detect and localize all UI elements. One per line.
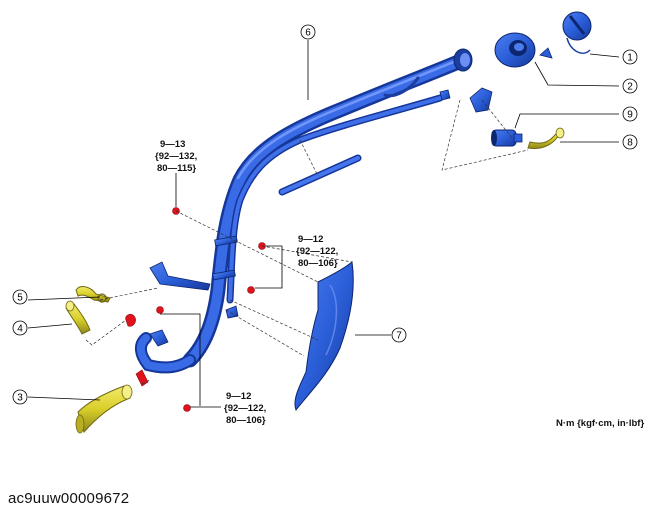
callout-2: 2 xyxy=(622,78,638,94)
torque-spec-top: 9—13 {92—132, 80—115} xyxy=(155,139,197,174)
svg-text:5: 5 xyxy=(17,293,23,304)
svg-text:{92—132,: {92—132, xyxy=(155,151,197,162)
torque-spec-right: 9—12 {92—122, 80—106} xyxy=(296,234,338,269)
svg-text:8: 8 xyxy=(627,138,633,149)
svg-text:80—115}: 80—115} xyxy=(157,163,196,174)
fuel-cap-part-1 xyxy=(562,11,592,54)
hose-part-3 xyxy=(75,384,133,434)
protector-part-7 xyxy=(294,261,354,411)
callout-4: 4 xyxy=(12,320,28,336)
tube-part-5 xyxy=(75,286,111,303)
clamp-upper xyxy=(125,314,136,327)
svg-text:6: 6 xyxy=(305,28,311,39)
unit-note: N·m {kgf·cm, in·lbf} xyxy=(556,418,644,429)
bolt-mid-left xyxy=(156,306,164,314)
svg-text:3: 3 xyxy=(17,393,23,404)
callout-1: 1 xyxy=(622,49,638,65)
svg-text:9—12: 9—12 xyxy=(298,234,323,245)
callout-3: 3 xyxy=(12,389,28,405)
connector-part-9 xyxy=(491,129,523,147)
callout-7: 7 xyxy=(391,327,407,343)
callout-5: 5 xyxy=(12,289,28,305)
svg-text:80—106}: 80—106} xyxy=(298,258,338,269)
cap-housing-part-2 xyxy=(494,32,553,68)
svg-text:9—13: 9—13 xyxy=(160,139,185,150)
svg-text:2: 2 xyxy=(627,82,633,93)
image-code: ac9uuw00009672 xyxy=(8,490,130,507)
callout-9: 9 xyxy=(622,106,638,122)
svg-text:4: 4 xyxy=(17,324,23,335)
hose-part-8 xyxy=(527,127,565,149)
svg-text:9—12: 9—12 xyxy=(226,391,251,402)
svg-text:80—106}: 80—106} xyxy=(226,415,266,426)
bolts xyxy=(125,207,266,412)
callout-8: 8 xyxy=(622,134,638,150)
svg-text:9: 9 xyxy=(627,110,633,121)
svg-text:1: 1 xyxy=(627,53,633,64)
svg-text:{92—122,: {92—122, xyxy=(224,403,266,414)
svg-text:{92—122,: {92—122, xyxy=(296,246,338,257)
callout-6: 6 xyxy=(300,24,316,40)
clamp-lower xyxy=(135,369,149,387)
dashed-guides xyxy=(85,99,529,385)
hose-part-4 xyxy=(65,300,91,335)
filler-pipe xyxy=(135,52,471,374)
filler-neck xyxy=(453,48,473,72)
bolt-bottom xyxy=(183,404,191,412)
svg-text:7: 7 xyxy=(396,331,402,342)
leader-lines xyxy=(27,40,620,408)
torque-spec-bottom: 9—12 {92—122, 80—106} xyxy=(224,391,266,426)
neck-bracket xyxy=(439,87,493,113)
bolt-mid-right xyxy=(247,286,255,294)
